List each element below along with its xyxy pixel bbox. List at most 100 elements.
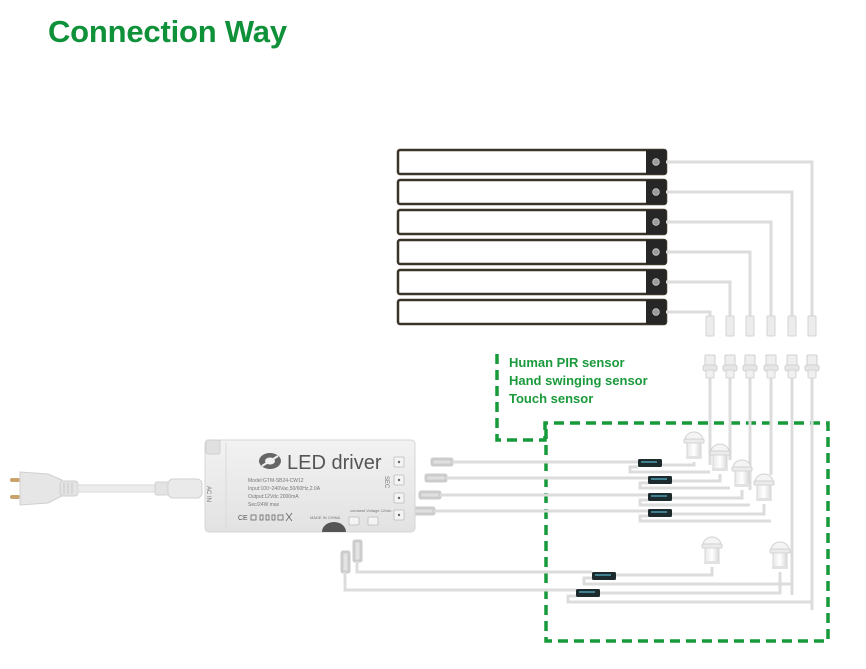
light-bar-sensor-icon <box>652 278 660 286</box>
light-bar-body <box>396 238 668 266</box>
light-bar <box>396 268 668 296</box>
driver-power: Sec/24W max <box>248 502 280 508</box>
female-connector-tail <box>745 369 755 379</box>
return-wire <box>628 465 710 474</box>
pir-sensor-body <box>772 552 788 568</box>
inline-connector-stripe <box>579 591 595 593</box>
bottom-output-wire <box>343 572 576 592</box>
bottom-output-plug <box>340 550 351 574</box>
male-connector <box>807 315 817 337</box>
light-bar <box>396 298 668 326</box>
bar-wire <box>666 190 794 318</box>
male-connector <box>745 315 755 337</box>
made-in-label: MADE IN CHINA <box>310 515 341 520</box>
light-bar <box>396 148 668 176</box>
pir-sensor <box>709 443 731 471</box>
pir-sensor-base <box>686 456 702 459</box>
male-connector <box>725 315 735 337</box>
female-connector <box>763 354 779 379</box>
female-connector-tail <box>766 369 776 379</box>
light-bar-sensor-icon <box>652 188 660 196</box>
female-connector <box>742 354 758 379</box>
output-voltage-label: constant Voltage 12vdc <box>350 508 392 513</box>
bar-connectors <box>702 315 820 379</box>
pir-sensor-body <box>712 454 728 470</box>
bar-wire <box>666 160 814 318</box>
inline-connector-stripe <box>651 495 667 497</box>
light-bar <box>396 208 668 236</box>
driver-output: Output:12Vdc 2000mA <box>248 494 299 500</box>
light-bar-sensor-icon <box>652 308 660 316</box>
pir-sensor-body <box>704 547 720 563</box>
driver-logo-icon <box>259 453 281 469</box>
inline-connector <box>648 509 672 517</box>
female-connector <box>804 354 820 379</box>
inline-connector <box>592 572 616 580</box>
return-wire <box>638 498 750 507</box>
female-connector <box>722 354 738 379</box>
sensor-type-touch: Touch sensor <box>509 391 594 406</box>
sensor-type-pir: Human PIR sensor <box>509 355 625 370</box>
driver-output-plug <box>430 457 454 467</box>
inline-connector-stripe <box>651 478 667 480</box>
light-bar-body <box>396 178 668 206</box>
power-plug <box>10 471 203 506</box>
pir-sensor-base <box>704 561 720 564</box>
bar-wires <box>666 160 814 318</box>
bar-wire <box>666 280 732 318</box>
certification-icons <box>250 512 293 522</box>
driver-output-plug <box>412 506 436 516</box>
inline-connector-stripe <box>641 461 657 463</box>
pir-sensor-body <box>756 484 772 500</box>
light-bar <box>396 238 668 266</box>
light-bar-body <box>396 268 668 296</box>
pir-sensor-base <box>772 566 788 569</box>
pir-sensor-flange <box>701 543 723 549</box>
sensor-wire <box>670 504 766 516</box>
pir-sensor-flange <box>731 466 753 472</box>
female-connector-tail <box>807 369 817 379</box>
driver-wires <box>340 457 814 604</box>
pir-sensor <box>731 459 753 487</box>
ce-mark: CE <box>238 515 248 522</box>
female-connector <box>702 354 718 379</box>
sensor-boundary-frame <box>495 354 830 643</box>
pir-sensor <box>683 431 705 459</box>
pir-sensor-flange <box>769 548 791 554</box>
sensor-wire <box>670 474 722 483</box>
driver-model: Model:GTM-SB24-CW12 <box>248 478 304 484</box>
ac-in-label: AC IN <box>205 486 211 503</box>
bar-wire <box>666 220 773 318</box>
pir-sensors <box>576 431 791 597</box>
inline-connector-stripe <box>595 574 611 576</box>
female-connector-tail <box>705 369 715 379</box>
female-connector-tail <box>787 369 797 379</box>
inline-connector <box>648 493 672 501</box>
light-bar-body <box>396 148 668 176</box>
pir-sensor-body <box>734 470 750 486</box>
pir-sensor <box>701 536 723 564</box>
male-connector <box>766 315 776 337</box>
female-connector <box>784 354 800 379</box>
sensor-wire <box>600 572 782 595</box>
male-connector <box>787 315 797 337</box>
pir-sensor-base <box>712 468 728 471</box>
sensor-wire <box>670 490 744 500</box>
male-connector <box>705 315 715 337</box>
bar-wire <box>666 310 712 318</box>
pir-sensor-flange <box>683 438 705 444</box>
sensor-wire <box>660 462 696 467</box>
inline-connector-stripe <box>651 511 667 513</box>
pir-sensor-flange <box>709 450 731 456</box>
led-driver-box <box>204 439 416 533</box>
light-bar-body <box>396 208 668 236</box>
return-wire <box>638 514 771 523</box>
inline-connector <box>576 589 600 597</box>
bar-wire <box>666 250 752 318</box>
pir-sensor-flange <box>753 480 775 486</box>
driver-label: LED driver <box>287 452 382 474</box>
pir-sensor-body <box>686 442 702 458</box>
inline-connector <box>648 476 672 484</box>
female-connector-tail <box>725 369 735 379</box>
